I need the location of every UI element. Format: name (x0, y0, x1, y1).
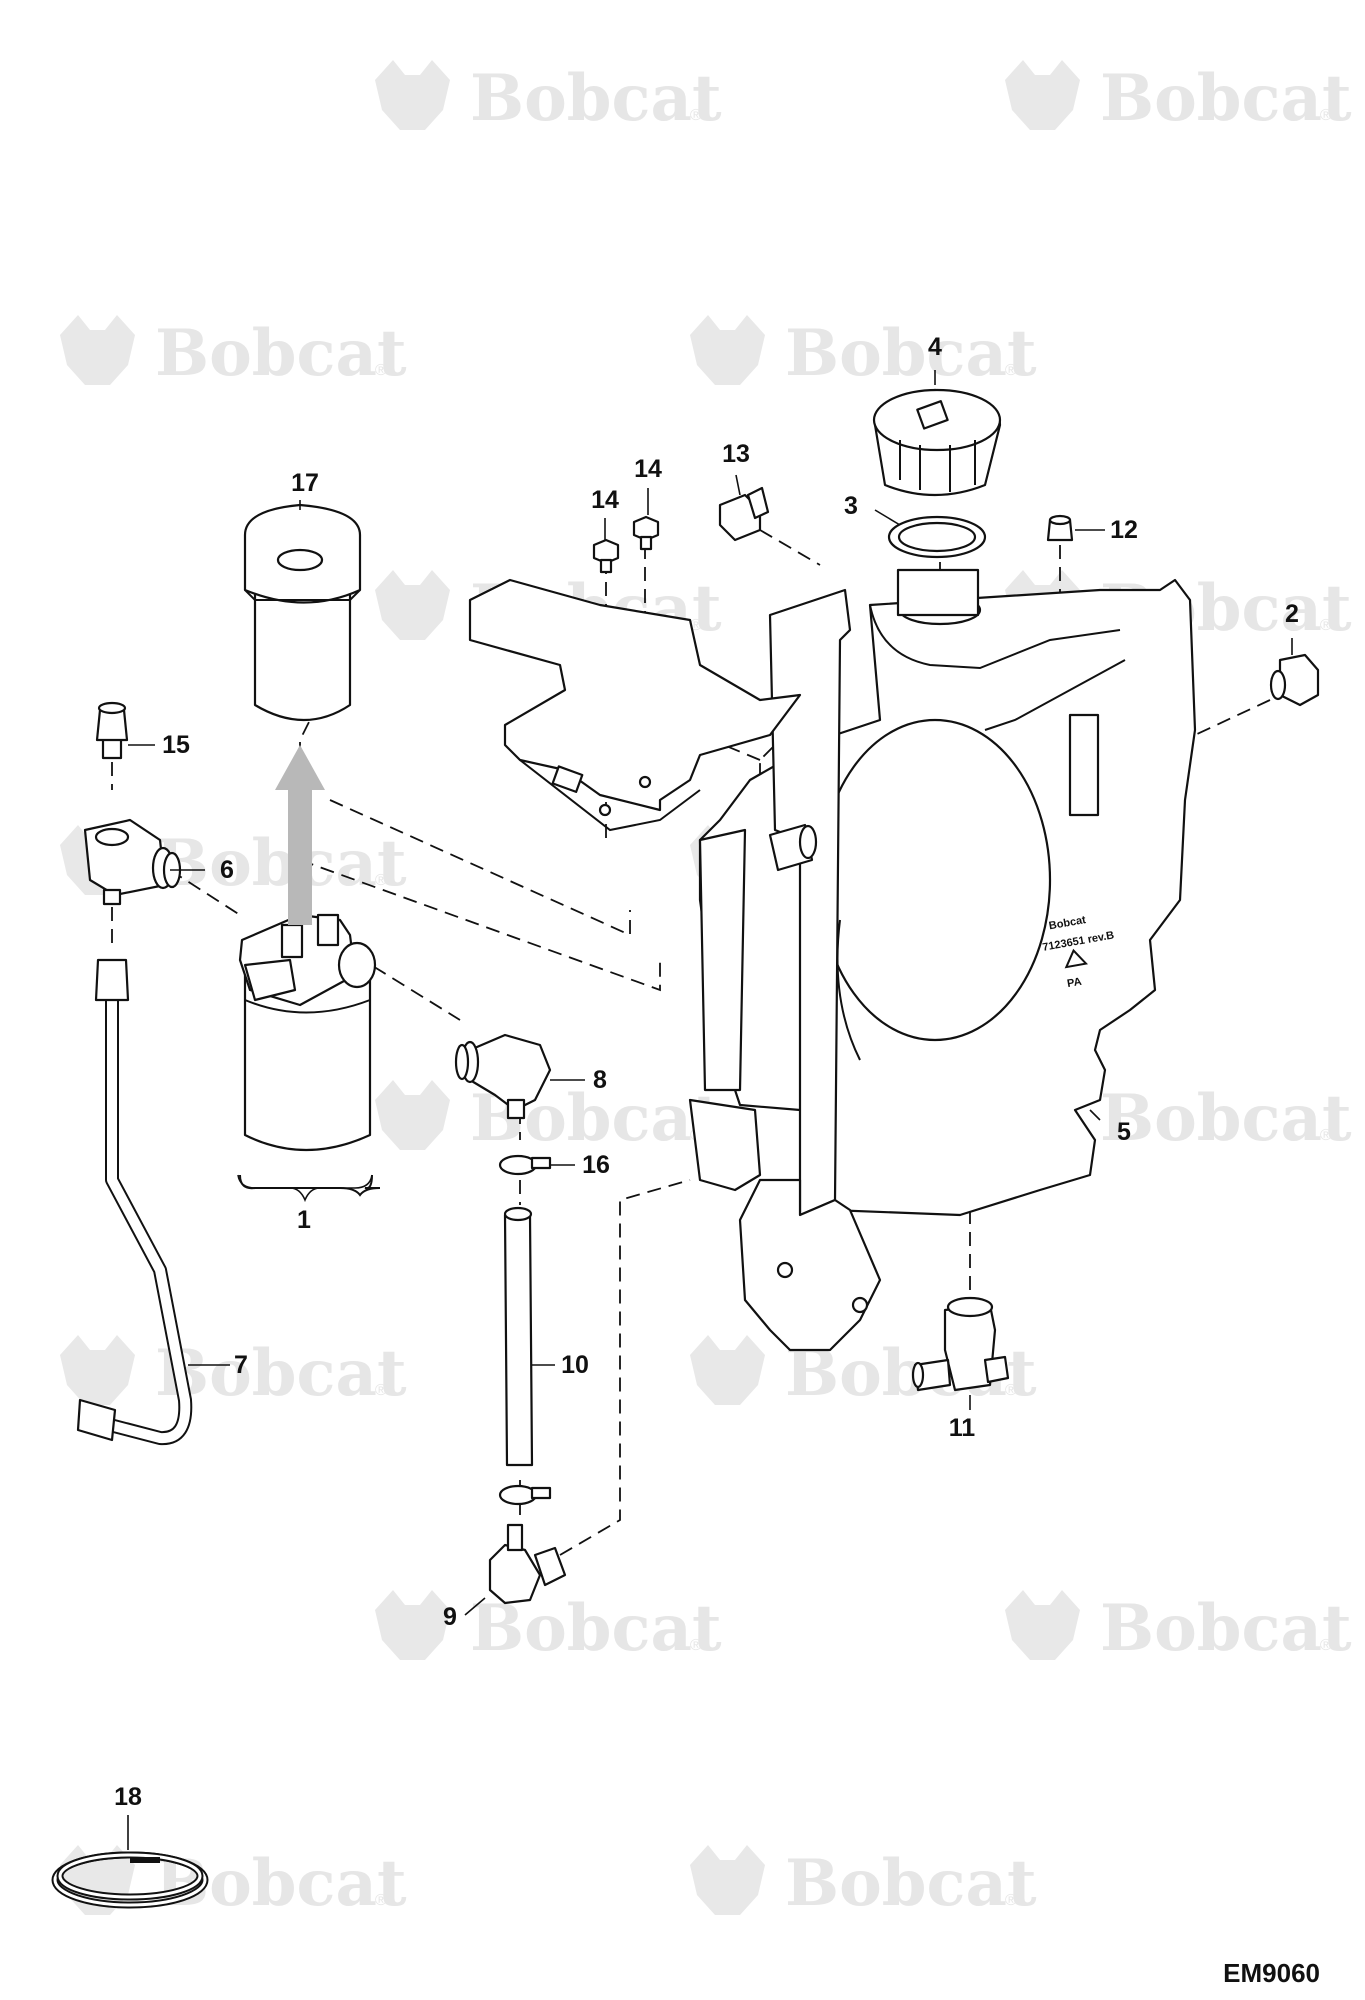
bleed-screw (95, 701, 129, 760)
watermark-registered-mark: ® (1320, 617, 1332, 634)
bobcat-logo-icon (690, 1845, 765, 1915)
bobcat-logo-icon (375, 1080, 450, 1150)
bobcat-watermark: Bobcat® (60, 315, 407, 391)
drawing-code: EM9060 (1223, 1958, 1320, 1988)
callout-13: 13 (722, 440, 750, 468)
watermark-registered-mark: ® (375, 1382, 387, 1399)
watermark-registered-mark: ® (1320, 107, 1332, 124)
tee-fitting-11 (911, 1296, 1010, 1392)
bobcat-watermark: Bobcat® (60, 1335, 407, 1411)
fuel-hose (498, 1206, 552, 1506)
watermark-registered-mark: ® (1320, 1637, 1332, 1654)
watermark-registered-mark: ® (1320, 1127, 1332, 1144)
callout-7: 7 (234, 1351, 248, 1379)
elbow-fitting-8 (454, 1033, 552, 1120)
watermark-brand-text: Bobcat (470, 61, 722, 136)
watermark-registered-mark: ® (1005, 362, 1017, 379)
bobcat-logo-icon (690, 315, 765, 385)
watermark-registered-mark: ® (690, 107, 702, 124)
watermark-brand-text: Bobcat (1100, 61, 1352, 136)
bobcat-watermark: Bobcat® (690, 315, 1037, 391)
bobcat-watermark: Bobcat® (375, 1080, 722, 1156)
watermark-brand-text: Bobcat (470, 1591, 722, 1666)
callout-labels: 1 2 3 4 5 6 7 8 9 10 11 12 13 14 14 15 1… (114, 333, 1299, 1811)
callout-6: 6 (220, 856, 234, 884)
callout-8: 8 (593, 1066, 607, 1094)
callout-10: 10 (561, 1351, 589, 1379)
watermark-registered-mark: ® (1005, 1892, 1017, 1909)
elbow-fitting-9 (488, 1523, 567, 1605)
bobcat-logo-icon (375, 60, 450, 130)
bolt-14-left (592, 538, 620, 574)
fuel-pipe (76, 958, 193, 1446)
bolt-14-right (632, 515, 660, 551)
coiled-hose (51, 1851, 209, 1909)
callout-9: 9 (443, 1603, 457, 1631)
callout-5: 5 (1117, 1118, 1131, 1146)
callout-1: 1 (297, 1206, 311, 1234)
watermark-registered-mark: ® (375, 1892, 387, 1909)
callout-3: 3 (844, 492, 858, 520)
callout-14-left: 14 (591, 486, 619, 514)
filter-element (243, 503, 362, 721)
callout-18: 18 (114, 1783, 142, 1811)
callout-11: 11 (949, 1414, 976, 1442)
drain-plug-2 (1269, 653, 1320, 707)
callout-16: 16 (582, 1151, 610, 1179)
watermark-brand-text: Bobcat (785, 316, 1037, 391)
mounting-bracket (468, 578, 802, 832)
drain-plug-12 (1046, 514, 1074, 542)
bobcat-logo-icon (375, 570, 450, 640)
watermark-brand-text: Bobcat (155, 1336, 407, 1411)
vent-fitting (718, 486, 770, 542)
bobcat-watermark: Bobcat® (1005, 60, 1352, 136)
callout-2: 2 (1285, 600, 1299, 628)
watermark-brand-text: Bobcat (785, 1846, 1037, 1921)
bobcat-watermark: Bobcat® (1005, 1590, 1352, 1666)
watermark-brand-text: Bobcat (1100, 1591, 1352, 1666)
bobcat-logo-icon (375, 1590, 450, 1660)
watermark-registered-mark: ® (375, 872, 387, 889)
hose-clamp-16 (498, 1154, 552, 1176)
watermark-brand-text: Bobcat (1100, 1081, 1352, 1156)
bobcat-watermark: Bobcat® (690, 1845, 1037, 1921)
callout-12: 12 (1110, 516, 1138, 544)
watermark-registered-mark: ® (1005, 1382, 1017, 1399)
watermark-registered-mark: ® (375, 362, 387, 379)
bobcat-logo-icon (1005, 60, 1080, 130)
fuel-filter-assembly (238, 913, 381, 1197)
tank-strap-bracket (688, 588, 882, 1352)
tee-fitting (83, 818, 182, 906)
strap-grommet (768, 823, 818, 872)
filler-cap (872, 388, 1002, 497)
callout-4: 4 (928, 333, 942, 361)
callout-leaders (127, 370, 1293, 1850)
callout-15: 15 (162, 731, 190, 759)
bobcat-logo-icon (1005, 1590, 1080, 1660)
filler-cap-o-ring (887, 515, 987, 559)
bobcat-watermark: Bobcat® (375, 1590, 722, 1666)
watermark-brand-text: Bobcat (155, 316, 407, 391)
bobcat-watermark: Bobcat® (375, 60, 722, 136)
bobcat-logo-icon (60, 315, 135, 385)
callout-14-right: 14 (634, 455, 662, 483)
tank-material-label: PA (1066, 976, 1082, 990)
bobcat-logo-icon (690, 1335, 765, 1405)
bobcat-logo-icon (60, 1335, 135, 1405)
watermark-brand-text: Bobcat (155, 826, 407, 901)
watermark-registered-mark: ® (690, 1637, 702, 1654)
callout-17: 17 (291, 469, 319, 497)
install-direction-arrow (275, 745, 325, 925)
